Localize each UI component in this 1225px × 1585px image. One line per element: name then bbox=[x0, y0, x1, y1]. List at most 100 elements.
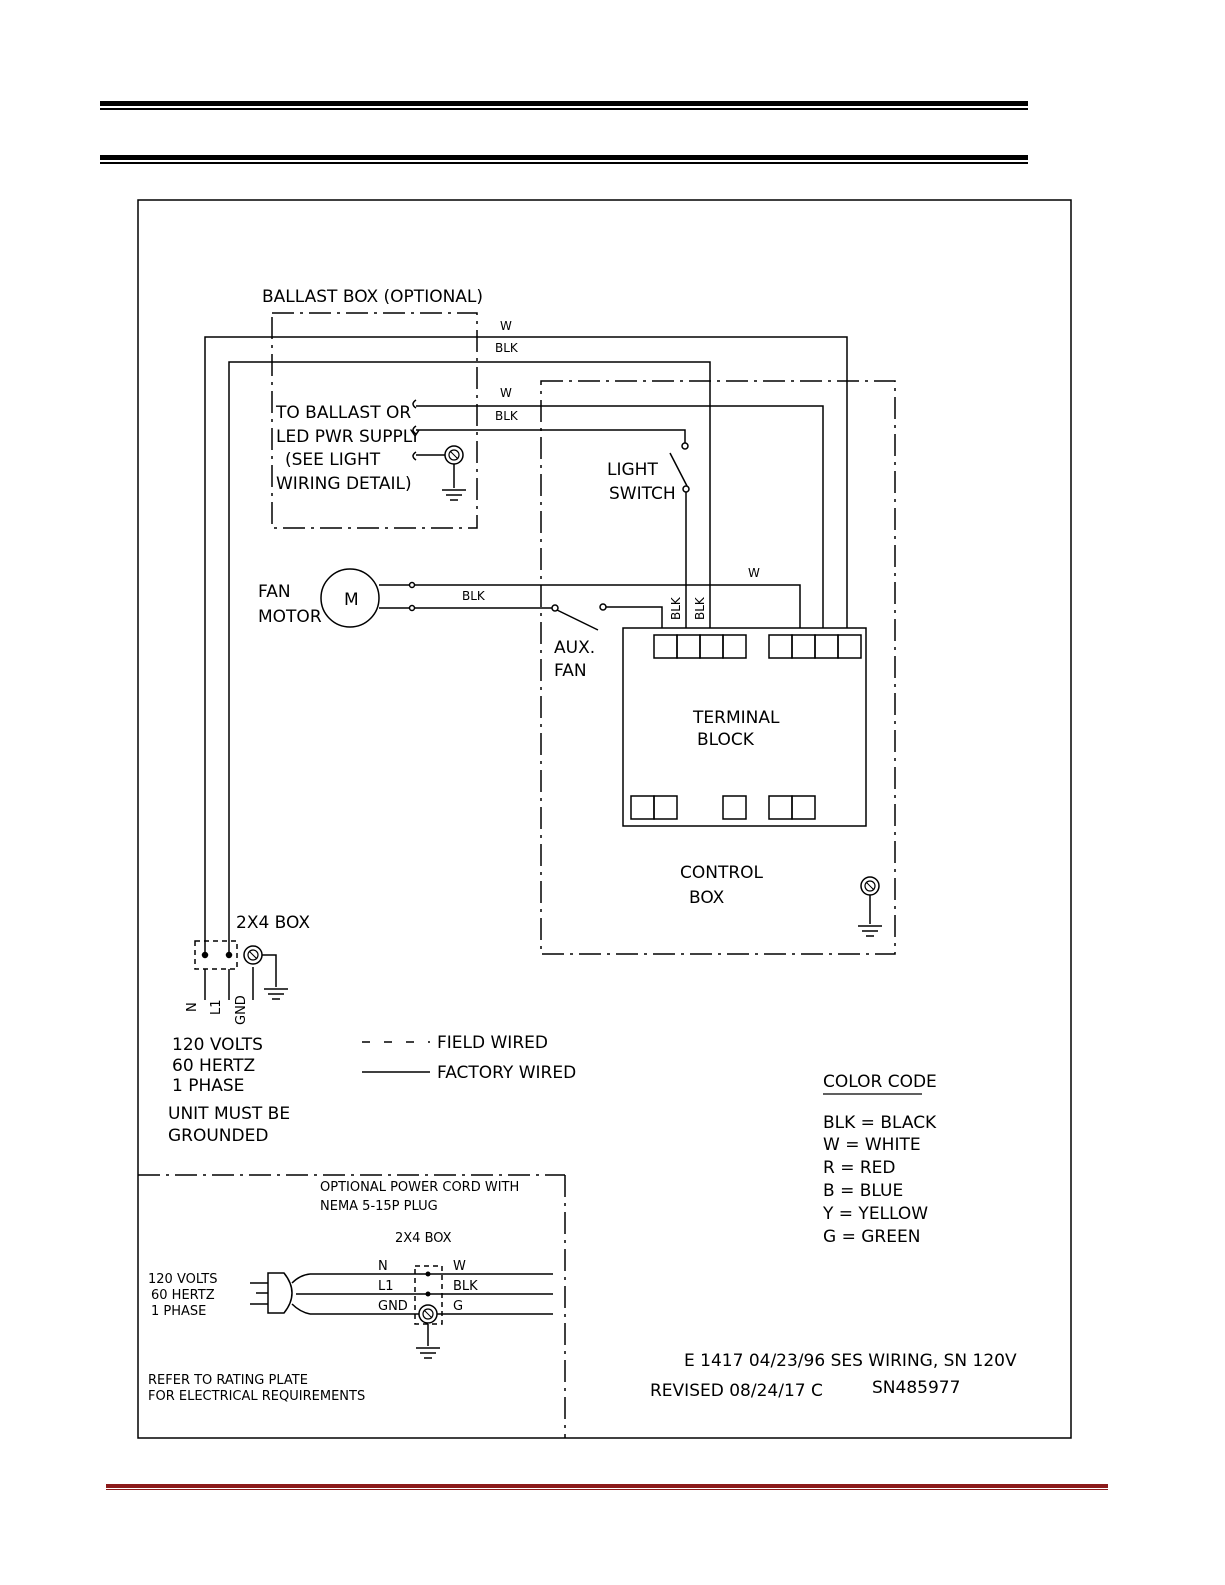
svg-text:LIGHT: LIGHT bbox=[607, 460, 658, 480]
power-cord-ground-icon bbox=[415, 1347, 441, 1359]
svg-text:UNIT MUST BE: UNIT MUST BE bbox=[168, 1104, 290, 1124]
aux-fan-label: AUX. FAN bbox=[554, 638, 595, 681]
svg-text:SN485977: SN485977 bbox=[872, 1378, 960, 1398]
box-2x4-label: 2X4 BOX bbox=[236, 913, 310, 933]
svg-text:WIRING DETAIL): WIRING DETAIL) bbox=[276, 474, 412, 494]
svg-text:REVISED 08/24/17 C: REVISED 08/24/17 C bbox=[650, 1381, 823, 1401]
svg-text:BLK: BLK bbox=[453, 1279, 478, 1294]
svg-text:1 PHASE: 1 PHASE bbox=[151, 1304, 206, 1319]
svg-text:L1: L1 bbox=[378, 1279, 394, 1294]
power-cord-nodes bbox=[425, 1271, 431, 1297]
color-code-legend: COLOR CODE BLK = BLACK W = WHITE R = RED… bbox=[822, 1072, 937, 1247]
svg-text:(SEE LIGHT: (SEE LIGHT bbox=[285, 450, 381, 470]
svg-text:60 HERTZ: 60 HERTZ bbox=[172, 1056, 255, 1076]
power-cord-supply-rating: 120 VOLTS 60 HERTZ 1 PHASE bbox=[148, 1272, 218, 1319]
header-rules bbox=[100, 101, 1028, 164]
light-switch-label: LIGHT SWITCH bbox=[607, 460, 676, 504]
svg-text:G = GREEN: G = GREEN bbox=[823, 1227, 920, 1247]
svg-text:FIELD WIRED: FIELD WIRED bbox=[437, 1033, 548, 1053]
svg-text:NEMA 5-15P PLUG: NEMA 5-15P PLUG bbox=[320, 1199, 438, 1214]
power-cord-box-label: 2X4 BOX bbox=[395, 1231, 452, 1246]
ballast-box-label: BALLAST BOX (OPTIONAL) bbox=[262, 287, 483, 307]
svg-text:R = RED: R = RED bbox=[823, 1158, 896, 1178]
wire-label-drop-blk-2: BLK bbox=[693, 596, 707, 620]
power-cord-section-border bbox=[138, 1174, 566, 1438]
supply-rating: 120 VOLTS 60 HERTZ 1 PHASE bbox=[172, 1035, 263, 1096]
svg-text:E 1417 04/23/96 SES WIRING: E 1417 04/23/96 SES WIRING, SN 120V bbox=[684, 1351, 1017, 1371]
power-cord-title: OPTIONAL POWER CORD WITH NEMA 5-15P PLUG bbox=[320, 1180, 519, 1214]
ballast-note: TO BALLAST OR LED PWR SUPPLY (SEE LIGHT … bbox=[275, 403, 421, 494]
wire-label-drop-blk-1: BLK bbox=[669, 596, 683, 620]
svg-text:GND: GND bbox=[234, 995, 249, 1025]
rating-plate-note: REFER TO RATING PLATE FOR ELECTRICAL REQ… bbox=[148, 1373, 365, 1404]
box-2x4-ground-icon bbox=[263, 988, 289, 1000]
fan-wires bbox=[379, 581, 801, 631]
svg-text:TERMINAL: TERMINAL bbox=[692, 708, 780, 728]
terminal-block-label: TERMINAL BLOCK bbox=[692, 708, 780, 750]
ballast-ground-icon bbox=[441, 489, 467, 501]
svg-text:SWITCH: SWITCH bbox=[609, 484, 676, 504]
wire-label-ballast-blk: BLK bbox=[495, 409, 519, 423]
svg-text:BLOCK: BLOCK bbox=[697, 730, 755, 750]
ballast-ground-lug-icon bbox=[444, 445, 464, 465]
svg-text:FAN: FAN bbox=[554, 661, 587, 681]
wire-label-ballast-w: W bbox=[500, 386, 512, 400]
svg-text:FACTORY WIRED: FACTORY WIRED bbox=[437, 1063, 576, 1083]
svg-text:MOTOR: MOTOR bbox=[258, 607, 322, 627]
grounded-note: UNIT MUST BE GROUNDED bbox=[168, 1104, 290, 1146]
fan-motor-label: FAN MOTOR bbox=[258, 582, 322, 627]
svg-text:OPTIONAL POWER CORD WITH: OPTIONAL POWER CORD WITH bbox=[320, 1180, 519, 1195]
svg-text:BLK = BLACK: BLK = BLACK bbox=[823, 1113, 937, 1133]
svg-text:N: N bbox=[185, 1002, 200, 1012]
svg-text:COLOR CODE: COLOR CODE bbox=[823, 1072, 937, 1092]
power-cord-right-terminals: W BLK G bbox=[453, 1259, 478, 1314]
supply-terminal-labels: N L1 GND bbox=[185, 995, 249, 1025]
ballast-leads bbox=[412, 399, 824, 628]
control-box-ground-icon bbox=[857, 925, 883, 937]
control-box-ground-lug-icon bbox=[860, 876, 880, 896]
svg-text:GROUNDED: GROUNDED bbox=[168, 1126, 268, 1146]
svg-text:CONTROL: CONTROL bbox=[680, 863, 764, 883]
control-box-outline bbox=[540, 380, 896, 955]
svg-text:W = WHITE: W = WHITE bbox=[823, 1135, 921, 1155]
svg-text:FOR ELECTRICAL REQUIREMENTS: FOR ELECTRICAL REQUIREMENTS bbox=[148, 1389, 365, 1404]
box-2x4-ground-lug-icon bbox=[243, 945, 263, 965]
wire-label-top-blk: BLK bbox=[495, 341, 519, 355]
svg-text:LED PWR SUPPLY: LED PWR SUPPLY bbox=[276, 427, 421, 447]
fan-motor-icon bbox=[320, 568, 380, 628]
svg-text:W: W bbox=[453, 1259, 466, 1274]
title-block: E 1417 04/23/96 SES WIRING, SN 120V REVI… bbox=[650, 1351, 1017, 1401]
power-cord-left-terminals: N L1 GND bbox=[378, 1259, 408, 1314]
terminal-block bbox=[622, 627, 867, 827]
wiring-legend: FIELD WIRED FACTORY WIRED bbox=[362, 1033, 576, 1083]
light-switch-symbol bbox=[669, 442, 690, 628]
svg-text:1 PHASE: 1 PHASE bbox=[172, 1076, 244, 1096]
svg-text:L1: L1 bbox=[209, 999, 224, 1015]
ballast-box-outline bbox=[271, 312, 478, 529]
terminal-block-terminals bbox=[630, 634, 862, 820]
svg-text:GND: GND bbox=[378, 1299, 408, 1314]
svg-text:N: N bbox=[378, 1259, 388, 1274]
plug-icon bbox=[250, 1272, 311, 1315]
diagram-frame bbox=[137, 199, 1072, 1439]
svg-text:FAN: FAN bbox=[258, 582, 291, 602]
svg-text:TO BALLAST OR: TO BALLAST OR bbox=[275, 403, 411, 423]
box-2x4-symbol bbox=[194, 940, 277, 1000]
svg-text:REFER TO RATING PLATE: REFER TO RATING PLATE bbox=[148, 1373, 308, 1388]
motor-symbol: M bbox=[344, 590, 359, 610]
wire-label-fan-w: W bbox=[748, 566, 760, 580]
footer-rule bbox=[106, 1484, 1108, 1490]
svg-text:Y = YELLOW: Y = YELLOW bbox=[822, 1204, 928, 1224]
control-box-label: CONTROL BOX bbox=[680, 863, 764, 908]
power-cord-ground-lug-icon bbox=[418, 1304, 438, 1324]
svg-text:B = BLUE: B = BLUE bbox=[823, 1181, 903, 1201]
svg-text:BOX: BOX bbox=[689, 888, 725, 908]
supply-wires bbox=[204, 336, 848, 955]
svg-text:120 VOLTS: 120 VOLTS bbox=[172, 1035, 263, 1055]
svg-text:60 HERTZ: 60 HERTZ bbox=[151, 1288, 215, 1303]
svg-text:AUX.: AUX. bbox=[554, 638, 595, 658]
svg-text:120 VOLTS: 120 VOLTS bbox=[148, 1272, 218, 1287]
wire-label-fan-blk: BLK bbox=[462, 589, 486, 603]
wire-label-top-w: W bbox=[500, 319, 512, 333]
